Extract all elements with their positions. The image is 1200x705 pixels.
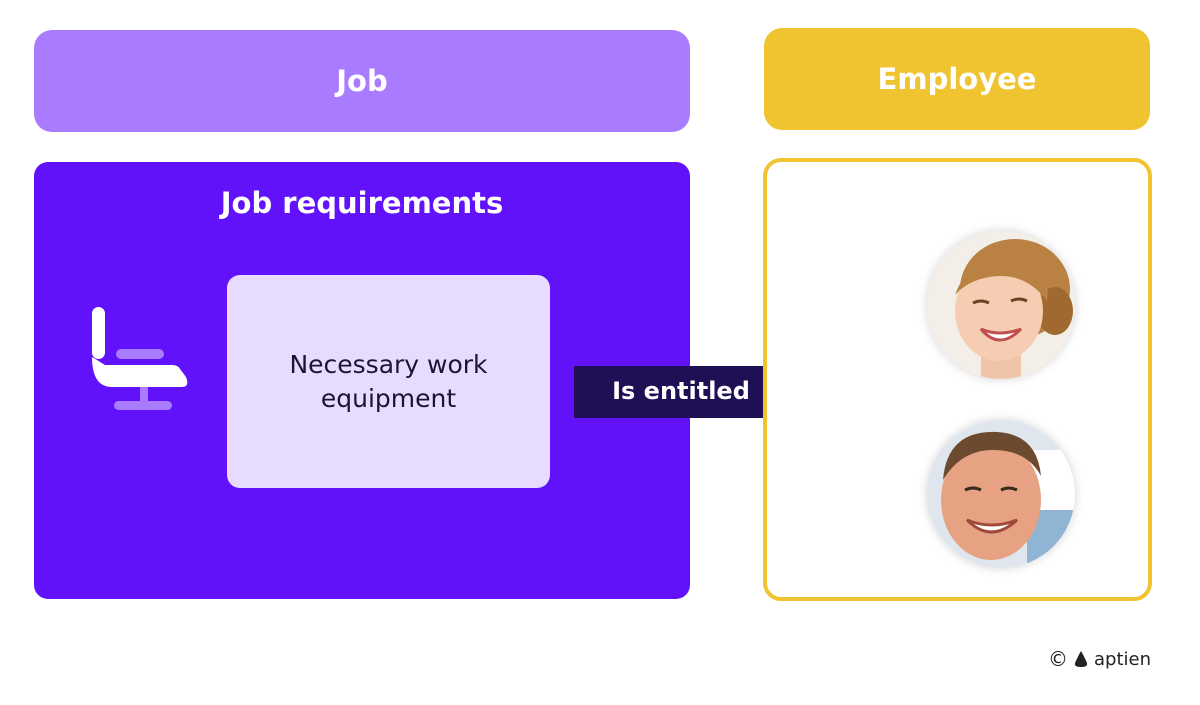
employee-header-label: Employee [877, 62, 1037, 96]
is-entitled-label: Is entitled [612, 377, 750, 405]
seat-icon [92, 307, 188, 410]
necessary-equipment-box: Necessary work equipment [227, 275, 550, 488]
brand-name: aptien [1094, 648, 1151, 670]
job-requirements-title: Job requirements [220, 186, 504, 220]
aptien-logo-icon [1074, 651, 1088, 667]
employee-header: Employee [764, 28, 1150, 130]
copyright-symbol: © [1048, 647, 1068, 671]
job-header-label: Job [336, 64, 388, 98]
job-header: Job [34, 30, 690, 132]
woman-avatar [927, 231, 1075, 379]
necessary-equipment-label: Necessary work equipment [289, 349, 488, 413]
man-avatar [927, 420, 1075, 568]
footer: © aptien [1048, 647, 1151, 671]
